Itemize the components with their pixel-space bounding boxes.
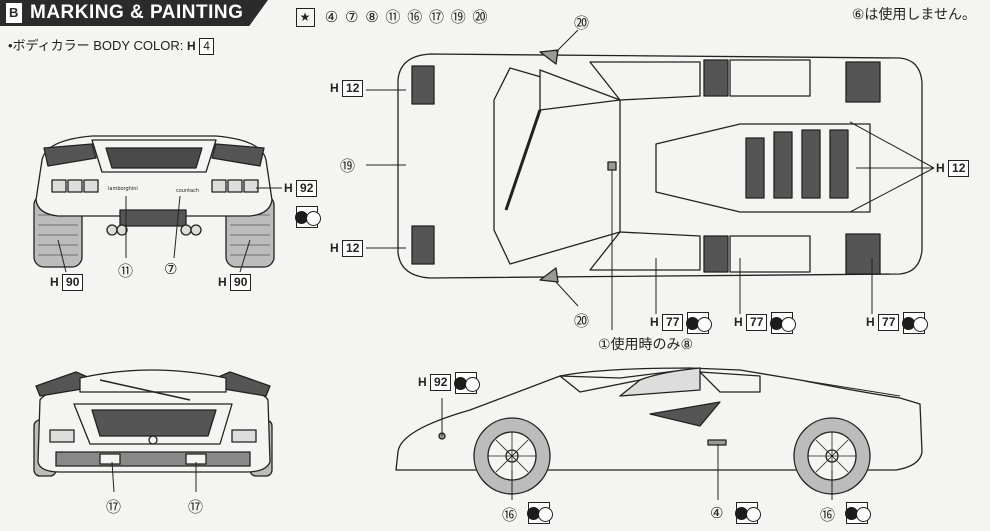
front-plate-text-left: lamborghini — [108, 186, 138, 192]
paint-code: 90 — [230, 274, 252, 291]
callout-19: ⑲ — [340, 157, 356, 175]
side-h92-callout: H 92 — [418, 372, 480, 394]
side-front-swatch-icon — [527, 502, 553, 524]
top-h77-c-callout: H 77 — [866, 312, 928, 334]
front-two-tone-swatch-icon — [295, 206, 321, 228]
paint-prefix: H — [936, 161, 945, 175]
paint-code: 90 — [62, 274, 84, 291]
paint-prefix: H — [330, 241, 339, 255]
paint-code: 77 — [878, 314, 900, 332]
front-h90-right-callout: H 90 — [218, 274, 252, 291]
callout-20-bottom: ⑳ — [574, 312, 590, 330]
usage-note: ①使用時のみ⑧ — [598, 337, 694, 353]
body-color-line: •ボディカラー BODY COLOR: H 4 — [8, 35, 214, 55]
paint-code: 12 — [342, 240, 364, 257]
side-view-car — [395, 367, 923, 500]
top-h12-rear-callout: H 12 — [330, 240, 364, 257]
side-middle-swatch-icon — [735, 502, 761, 524]
paint-code: 12 — [948, 160, 970, 177]
unused-decal-note: ⑥は使用しません。 — [851, 7, 976, 23]
front-view-car — [33, 135, 282, 273]
callout-17-right: ⑰ — [188, 498, 204, 516]
callout-7: ⑦ — [164, 260, 178, 278]
top-h12-front-callout: H 12 — [330, 80, 364, 97]
body-color-label: •ボディカラー BODY COLOR: — [8, 38, 184, 53]
top-h77-a-callout: H 77 — [650, 312, 712, 334]
two-tone-swatch-icon — [453, 372, 480, 394]
front-h92-callout: H 92 — [284, 180, 318, 197]
section-title-bar: B MARKING & PAINTING — [0, 0, 268, 26]
rear-view-car — [33, 369, 273, 493]
section-title: MARKING & PAINTING — [30, 2, 244, 23]
body-color-code: 4 — [199, 38, 214, 55]
decal-numbers: ④ ⑦ ⑧ ⑪ ⑯ ⑰ ⑲ ⑳ — [324, 8, 489, 26]
two-tone-swatch-icon — [901, 312, 928, 334]
paint-prefix: H — [734, 315, 743, 330]
two-tone-swatch-icon — [685, 312, 712, 334]
callout-16-front: ⑯ — [502, 506, 518, 524]
top-h77-b-callout: H 77 — [734, 312, 796, 334]
paint-prefix: H — [50, 275, 59, 289]
paint-prefix: H — [866, 315, 875, 330]
two-tone-swatch-icon — [769, 312, 796, 334]
paint-code: 92 — [430, 374, 452, 392]
section-tag: B — [6, 3, 22, 23]
paint-prefix: H — [650, 315, 659, 330]
paint-code: 77 — [746, 314, 768, 332]
star-icon: ★ — [296, 8, 315, 27]
top-h12-engine-callout: H 12 — [936, 160, 970, 177]
callout-4: ④ — [710, 504, 724, 522]
side-rear-swatch-icon — [845, 502, 871, 524]
callout-20-top: ⑳ — [574, 14, 590, 32]
paint-prefix: H — [418, 375, 427, 390]
front-plate-text-right: countach — [176, 188, 200, 194]
paint-prefix: H — [284, 181, 293, 195]
callout-16-rear: ⑯ — [820, 506, 836, 524]
top-view-car — [366, 29, 935, 330]
paint-prefix: H — [218, 275, 227, 289]
callout-17-left: ⑰ — [106, 498, 122, 516]
paint-code: 12 — [342, 80, 364, 97]
paint-prefix: H — [330, 81, 339, 95]
callout-11: ⑪ — [118, 262, 134, 280]
paint-code: 77 — [662, 314, 684, 332]
paint-code: 92 — [296, 180, 318, 197]
decal-list: ★ ④ ⑦ ⑧ ⑪ ⑯ ⑰ ⑲ ⑳ — [296, 6, 489, 27]
front-h90-left-callout: H 90 — [50, 274, 84, 291]
body-color-prefix: H — [186, 39, 196, 53]
